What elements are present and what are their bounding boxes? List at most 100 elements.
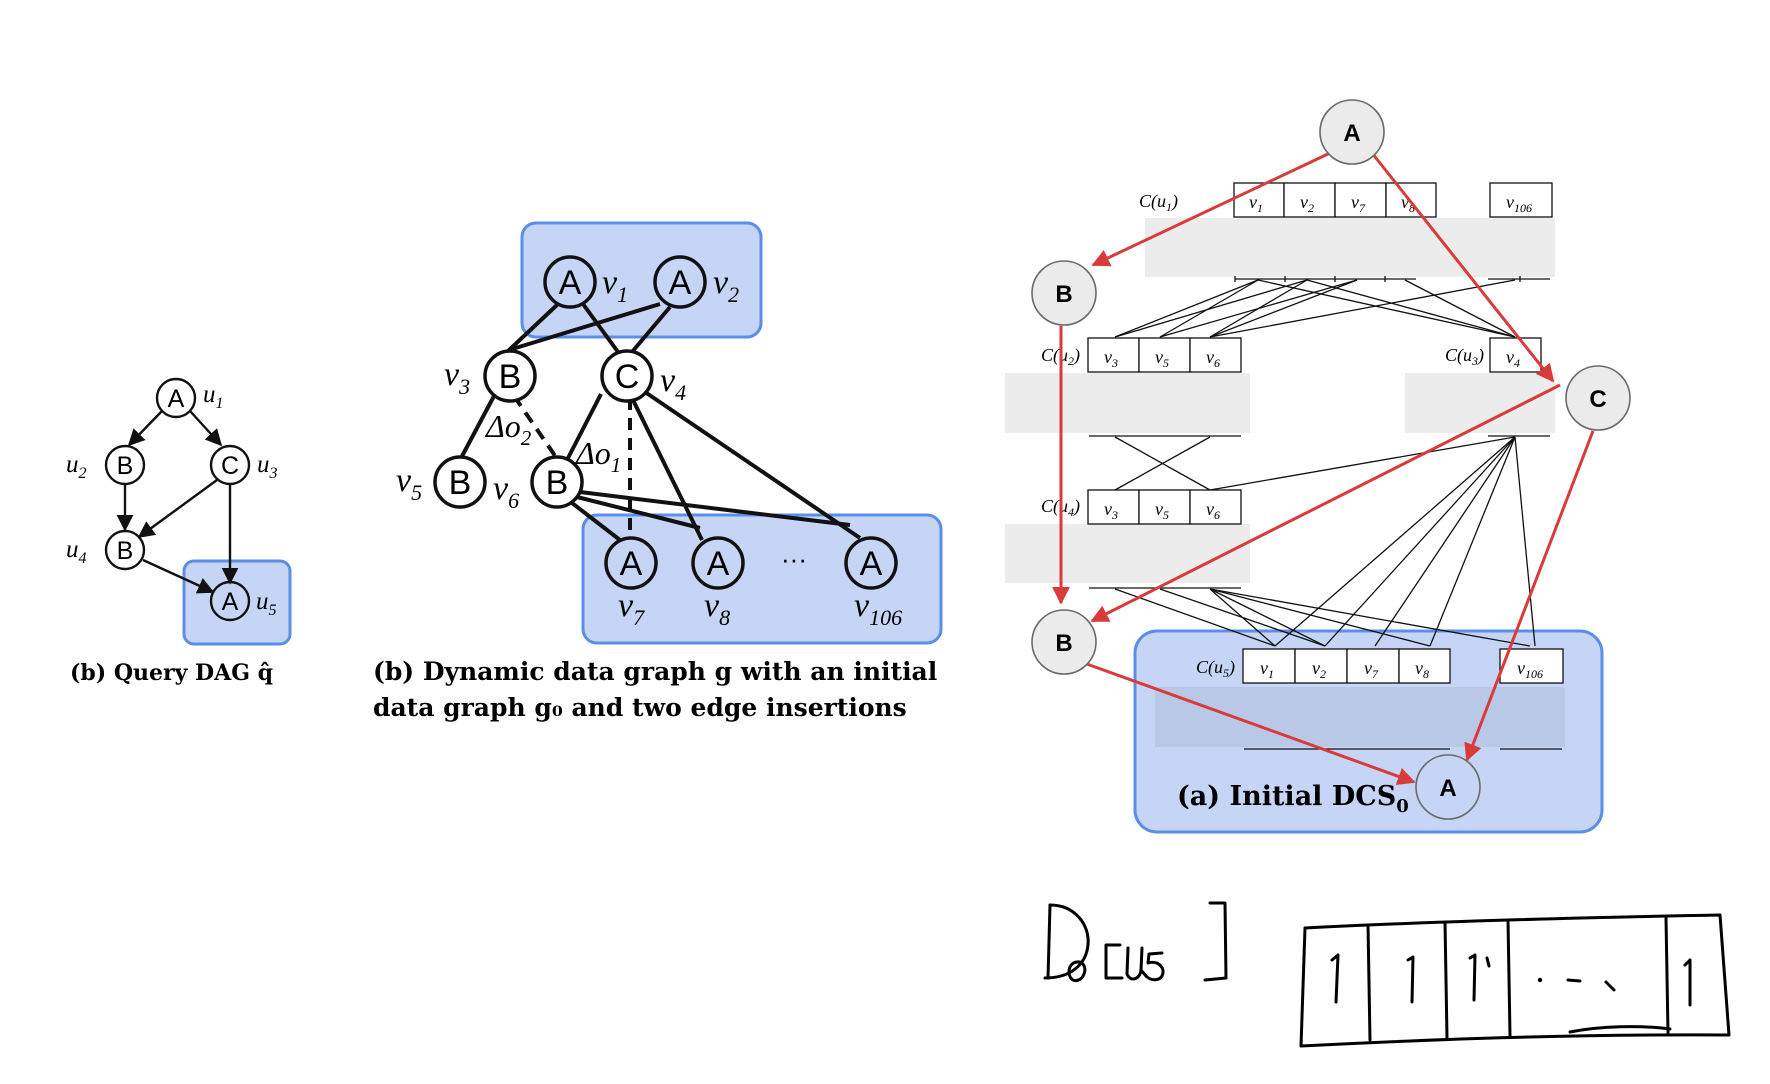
data-node-v7: A v7 — [604, 536, 658, 630]
cell: v106 — [1517, 658, 1543, 681]
cell: v7 — [1351, 192, 1366, 215]
data-node-v106: A v106 — [844, 536, 902, 630]
edge-v4-v6 — [565, 393, 603, 461]
edge-delta2 — [512, 394, 560, 462]
data-node-v5: B v5 — [396, 455, 487, 509]
data-node-v3: B v3 — [444, 349, 537, 403]
edge-u1-u3 — [189, 410, 223, 447]
data-node-v4: C v4 — [600, 349, 686, 405]
node-name: v1 — [602, 264, 628, 307]
ellipsis: ··· — [781, 544, 807, 574]
data-graph-top-highlight — [520, 221, 763, 339]
edge-v2-v3 — [508, 302, 661, 352]
dcs-node-c: C — [1565, 365, 1631, 431]
cell: v8 — [1401, 192, 1415, 215]
node-name: u3 — [257, 451, 278, 482]
node-name: u2 — [66, 451, 87, 482]
delta2-label: Δo2 — [484, 408, 532, 450]
data-node-v6: B v6 — [493, 455, 584, 513]
cell: v1 — [1260, 658, 1274, 681]
dcs-panel: C(u1) v1 v2 v7 v8 v106 C(u2) v3 v5 v6 C(… — [1005, 99, 1631, 834]
node-name: v6 — [493, 470, 519, 513]
data-graph-caption-line2: data graph g₀ and two edge insertions — [373, 693, 907, 722]
edge-v3-v5 — [458, 395, 496, 461]
query-node-u2: B u2 — [66, 444, 146, 486]
edge-v1-v3 — [505, 302, 560, 354]
red-edge-a-c — [1370, 152, 1555, 383]
red-edge-b-a — [1083, 661, 1416, 785]
node-label: B — [499, 358, 522, 396]
node-name: v2 — [713, 264, 739, 307]
dcs-row-u2: C(u2) v3 v5 v6 — [1041, 337, 1242, 373]
dcs-node-b-lower: B — [1031, 609, 1097, 675]
dcs-row-brackets — [1089, 276, 1562, 750]
cell: v106 — [1506, 192, 1532, 215]
node-label: A — [1343, 120, 1360, 147]
node-label: B — [1055, 630, 1072, 657]
row-label: C(u1) — [1139, 191, 1178, 214]
cell: v3 — [1104, 347, 1118, 370]
node-label: C — [615, 358, 640, 396]
cell: v2 — [1312, 658, 1326, 681]
cell: v5 — [1155, 499, 1169, 522]
node-label: B — [1055, 281, 1072, 308]
node-label: B — [449, 464, 472, 502]
edge-v1-v4 — [581, 302, 620, 354]
dcs-band-u4 — [1005, 524, 1250, 583]
data-graph-caption-line1: (b) Dynamic data graph g with an initial — [373, 657, 937, 686]
query-dag-panel: A u1 B u2 C u3 B u4 A u5 (b) Query DAG q… — [66, 377, 292, 686]
handwritten-array — [1299, 913, 1731, 1048]
delta1-label: Δo1 — [574, 435, 621, 477]
edge-u3-u4 — [137, 479, 218, 538]
node-name: u5 — [256, 588, 277, 619]
edge-v6-v7 — [570, 501, 622, 542]
edge-v2-v4 — [630, 305, 672, 354]
node-label: C — [221, 452, 239, 480]
node-label: A — [1439, 775, 1456, 802]
edge-v6-v106 — [579, 490, 851, 527]
dcs-node-a-bottom: A — [1415, 754, 1481, 820]
cell: v3 — [1104, 499, 1118, 522]
dcs-row-u4: C(u4) v3 v5 v6 — [1041, 489, 1242, 525]
edge-v4-v8 — [630, 397, 704, 541]
red-edge-c-a — [1464, 430, 1595, 762]
cell: v2 — [1300, 192, 1314, 215]
dcs-band-u5 — [1155, 687, 1565, 747]
cell: v6 — [1206, 347, 1220, 370]
handwritten-note — [1043, 901, 1731, 1048]
cell: v1 — [1249, 192, 1263, 215]
node-name: v4 — [660, 362, 686, 405]
dcs-row-u1: C(u1) v1 v2 v7 v8 v106 — [1139, 182, 1553, 218]
node-label: A — [620, 545, 643, 583]
node-name: v8 — [704, 587, 730, 630]
node-label: B — [546, 464, 569, 502]
dcs-band-u2 — [1005, 373, 1250, 433]
query-node-u5: A u5 — [209, 580, 277, 622]
edge-u4-u5 — [142, 558, 215, 594]
cell: v7 — [1364, 658, 1379, 681]
node-name: v5 — [396, 462, 422, 505]
dcs-band-u1 — [1145, 218, 1555, 277]
red-edge-c-b — [1090, 383, 1561, 623]
node-label: B — [117, 537, 134, 565]
node-name: v3 — [444, 356, 470, 399]
node-label: A — [222, 588, 239, 616]
data-graph-panel: A v1 A v2 B v3 C v4 B v5 B v6 — [373, 221, 943, 722]
cell: v6 — [1206, 499, 1220, 522]
dcs-candidate-edges — [1114, 279, 1536, 647]
dcs-node-b-upper: B — [1031, 260, 1097, 326]
cell: v5 — [1155, 347, 1169, 370]
dcs-band-u3 — [1405, 373, 1555, 433]
node-name: u1 — [203, 381, 224, 412]
node-label: C — [1589, 386, 1606, 413]
data-node-v2: A v2 — [653, 255, 739, 309]
cell: v8 — [1415, 658, 1429, 681]
row-label: C(u5) — [1196, 657, 1235, 680]
node-name: u4 — [66, 536, 87, 567]
node-label: A — [707, 545, 730, 583]
node-label: A — [168, 385, 185, 413]
node-label: B — [117, 452, 134, 480]
dcs-caption: (a) Initial DCS0 — [1177, 781, 1409, 817]
data-node-v8: A v8 — [691, 536, 745, 630]
